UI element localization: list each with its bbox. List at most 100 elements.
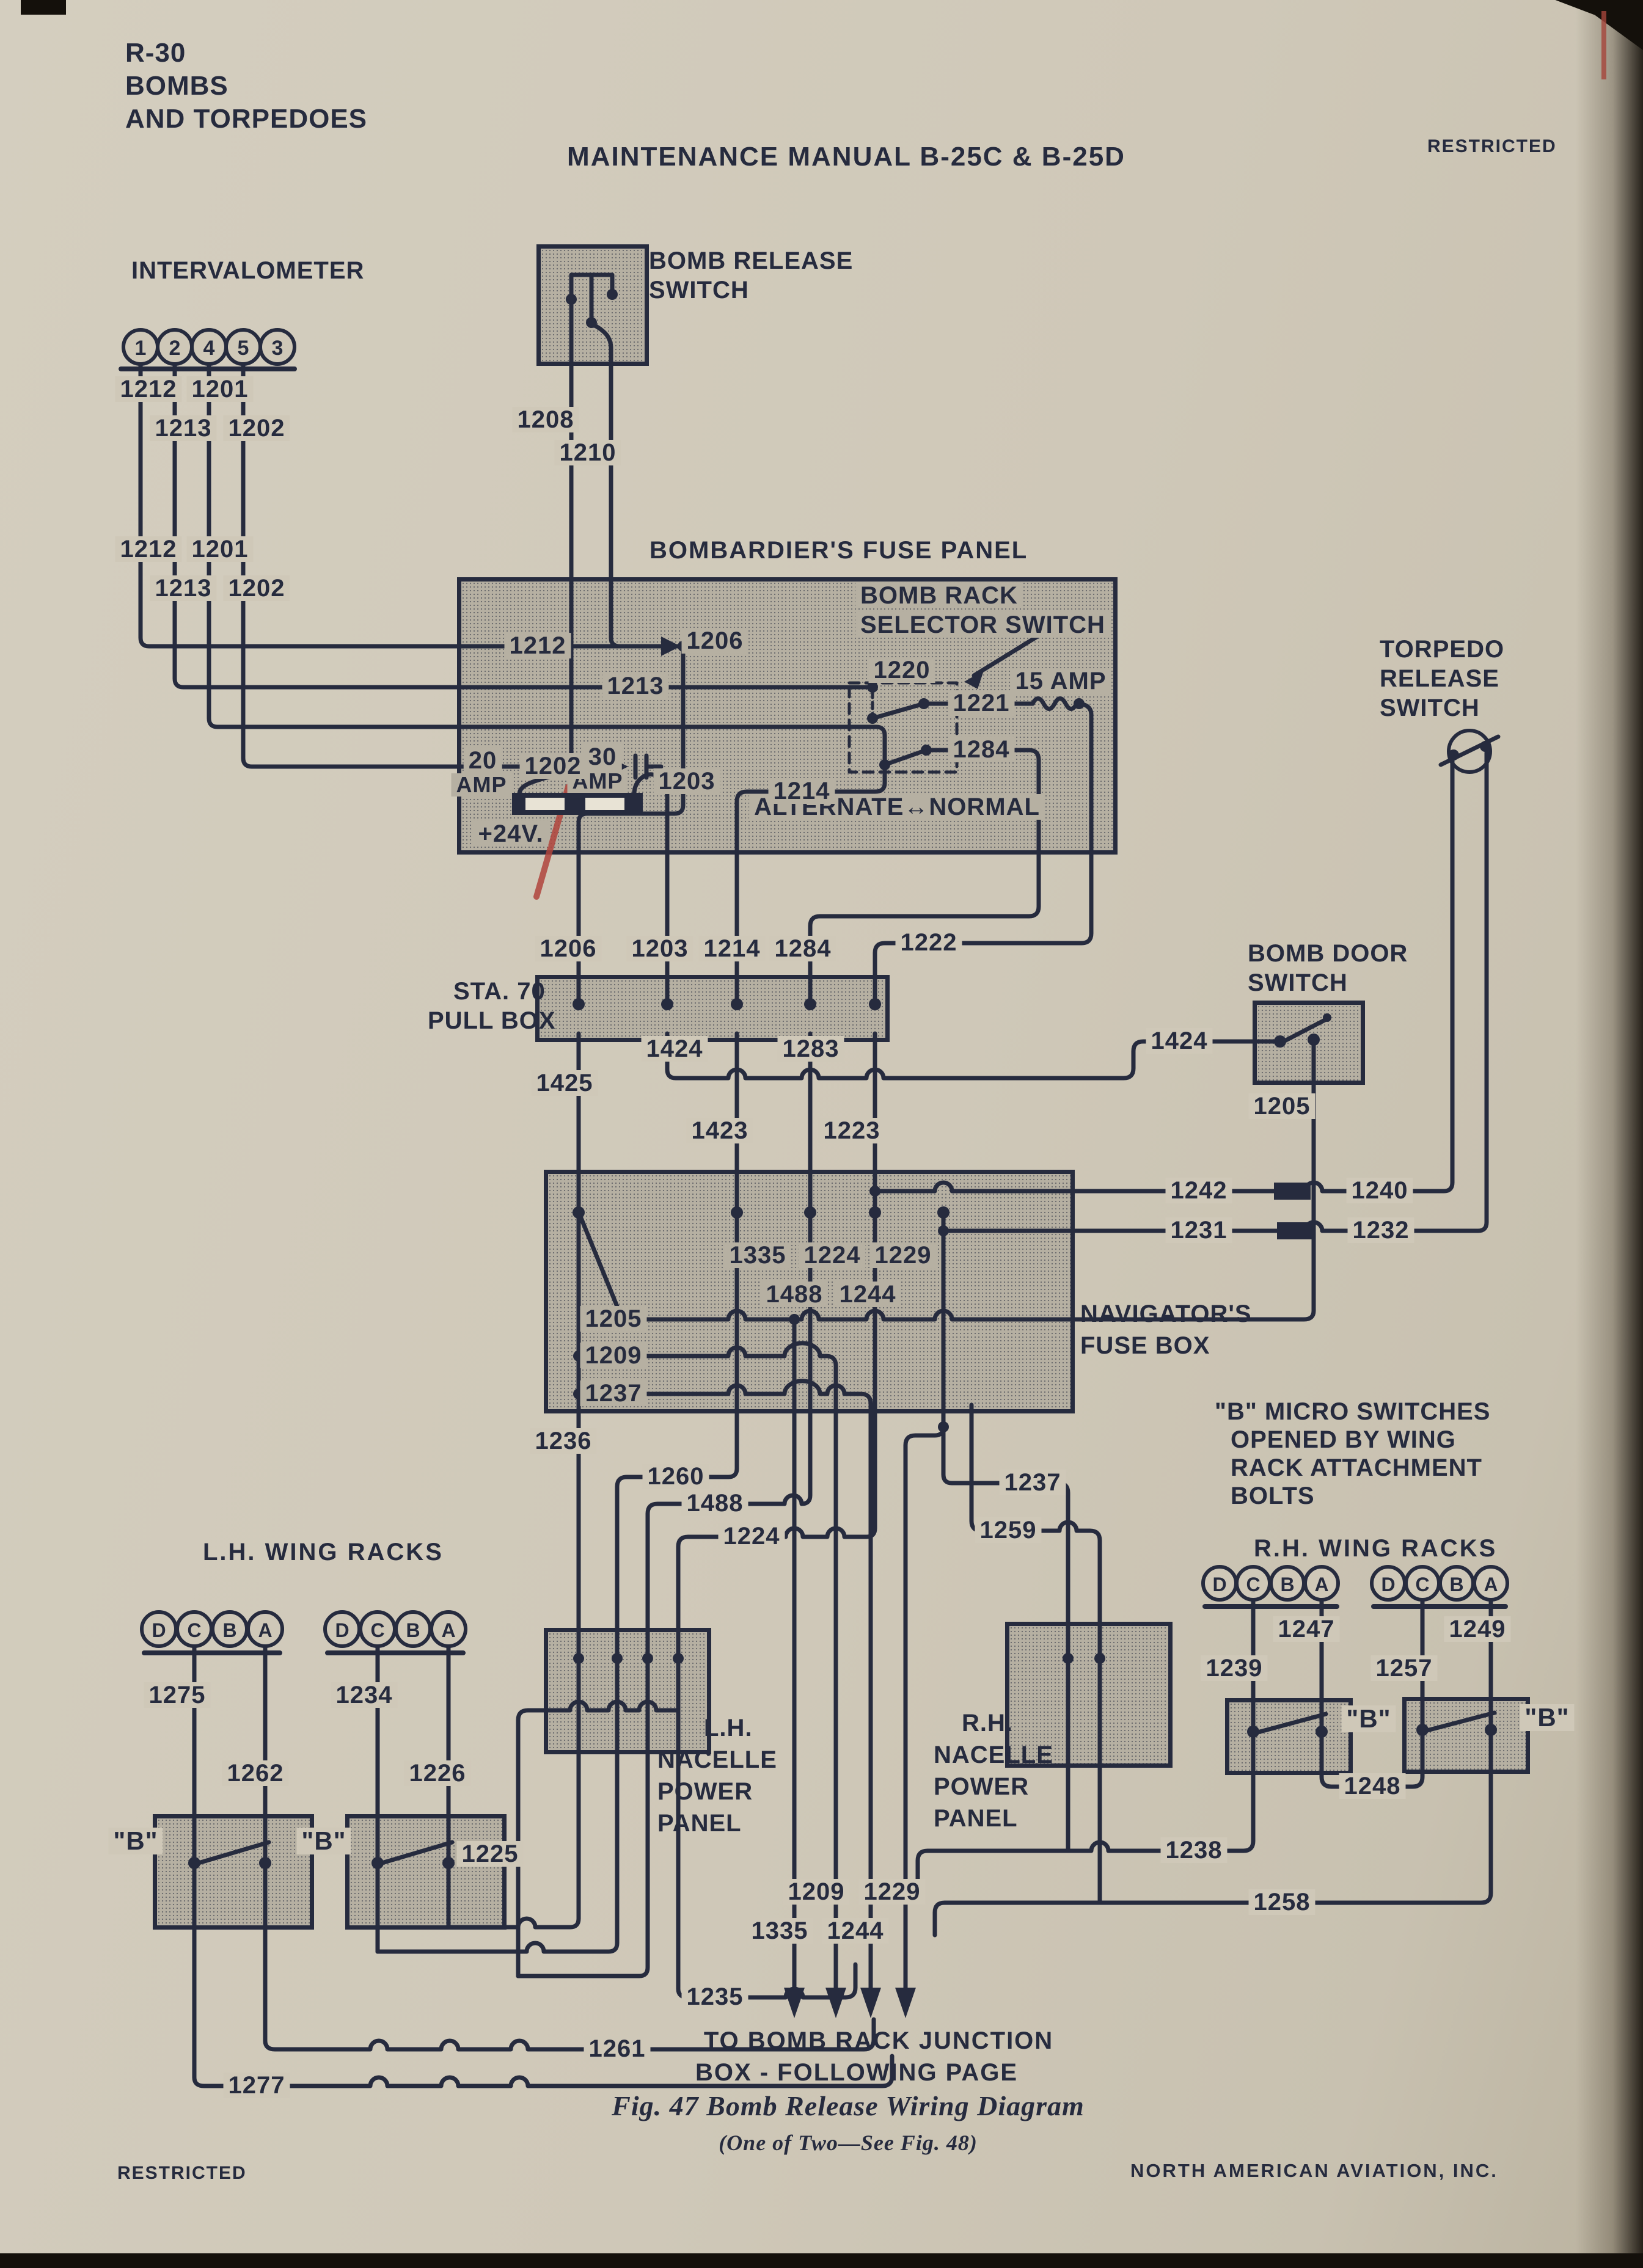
wire-number: 1203 [626,936,693,961]
wire-number: 1239 [1201,1655,1268,1681]
wire-number: 1242 [1165,1178,1232,1203]
junction-note-1: TO BOMB RACK JUNCTION [703,2027,1054,2054]
pull-box-title-2: PULL BOX [428,1007,556,1034]
wire-number: 1213 [150,575,217,601]
wire-number: 1247 [1273,1616,1340,1642]
red-edge-mark [1601,11,1606,79]
intervalometer-title: INTERVALOMETER [131,257,365,284]
wire-number: 1261 [584,2036,651,2062]
wire-number: 1235 [681,1984,748,2010]
wire-number: 1277 [223,2073,290,2098]
wire-number: 1260 [642,1464,709,1489]
wire-number: 1234 [331,1682,398,1708]
wire-number: 1232 [1347,1217,1414,1243]
bomb-rack-selector-title-2: SELECTOR SWITCH [855,612,1110,638]
wire-number: 1335 [746,1918,813,1944]
classification-bottom: RESTRICTED [117,2163,247,2183]
rh-wing-rack-1-letter: A [1314,1573,1328,1595]
intervalometer-terminals-letter: 3 [272,337,284,360]
doc-number: R-30 [125,38,186,68]
lh-nacelle-title-2: NACELLE [657,1746,777,1773]
wire-number: 1225 [456,1841,524,1867]
b-switch-label: "B" [1341,1705,1396,1733]
wire-number: 1224 [718,1523,785,1549]
lh-nacelle-title-3: POWER [657,1778,753,1805]
intervalometer-terminals-letter: 5 [238,337,249,360]
corner-mark-tl [21,0,66,15]
wire-number: 1335 [724,1242,791,1268]
wire-number: 1423 [686,1118,753,1143]
fuse-15amp: 15 AMP [1010,668,1111,694]
torpedo-release-title-2: RELEASE [1380,665,1499,692]
rh-wing-rack-1-letter: C [1246,1573,1260,1595]
figure-subcaption: (One of Two—See Fig. 48) [719,2131,978,2155]
intervalometer-terminals-circle [258,328,296,366]
scan-edge-bottom [0,2253,1643,2268]
wire-number: 1206 [681,628,748,654]
torpedo-release-title-1: TORPEDO [1380,636,1505,663]
wire-number: 1224 [799,1242,866,1268]
b-micro-note-2: OPENED BY WING [1231,1426,1456,1453]
lh-wing-rack-1-letter: C [187,1619,201,1641]
lh-wing-rack-1-letter: D [152,1619,166,1641]
lh-b-micro-switch-box-1 [153,1814,314,1930]
wire-number: 1424 [641,1036,708,1062]
wire-number: 1257 [1370,1655,1438,1681]
wire-number: 1229 [869,1242,937,1268]
bomb-door-switch-title-1: BOMB DOOR [1248,940,1408,967]
b-micro-note-3: RACK ATTACHMENT [1231,1454,1482,1481]
rh-wing-rack-2-letter: B [1449,1573,1463,1595]
wire-number: 1202 [223,415,290,441]
rh-wing-rack-1-letter: B [1280,1573,1294,1595]
voltage-label: +24V. [473,821,549,847]
junction-dots [188,289,1497,1869]
lh-nacelle-title-4: PANEL [657,1810,742,1837]
wire-number: 1244 [834,1282,901,1307]
rh-wing-rack-2-circle [1473,1565,1509,1602]
intervalometer-terminals-letter: 1 [135,337,147,360]
lh-nacelle-title-1: L.H. [704,1715,753,1741]
wire-number: 1226 [404,1760,471,1786]
lh-wing-rack-2-letter: C [370,1619,384,1641]
b-switch-label: "B" [296,1827,351,1855]
doc-title: MAINTENANCE MANUAL B-25C & B-25D [567,142,1125,172]
wire-number: 1240 [1346,1178,1413,1203]
lh-wing-rack-1-circle [246,1610,284,1648]
wire-number: 1258 [1248,1889,1315,1915]
lh-wing-rack-1-letter: A [258,1619,272,1641]
b-micro-note-4: BOLTS [1231,1482,1315,1509]
wire-number: 1205 [1248,1093,1315,1119]
wire-number: 1283 [777,1036,844,1062]
wire-number: 1262 [222,1760,289,1786]
wire-number: 1237 [999,1470,1066,1495]
figure-caption: Fig. 47 Bomb Release Wiring Diagram [612,2090,1085,2121]
wire-number: 1488 [761,1282,828,1307]
wire-number: 1209 [580,1343,647,1368]
navigators-fuse-box-title-1: NAVIGATOR'S [1080,1300,1252,1327]
wire-number: 1231 [1165,1217,1232,1243]
lh-wing-racks-title: L.H. WING RACKS [203,1539,444,1566]
wire-number: 1210 [554,440,621,465]
bomb-rack-selector-title-1: BOMB RACK [855,583,1023,608]
fuse-20amp-1: 20 [463,748,502,773]
wire-number: 1236 [530,1428,597,1454]
rh-nacelle-title-2: NACELLE [934,1741,1053,1768]
wire-number: 1201 [186,536,254,562]
rh-nacelle-title-1: R.H. [962,1710,1013,1737]
wire-number: 1203 [653,768,720,794]
footer-company: NORTH AMERICAN AVIATION, INC. [1130,2160,1498,2181]
wire-number: 1209 [783,1879,850,1905]
wire-number: 1237 [580,1380,647,1406]
rh-wing-rack-1-circle [1303,1565,1340,1602]
wire-number: 1212 [115,536,182,562]
intervalometer-terminals-letter: 2 [169,337,181,360]
fuse-30amp-2: AMP [567,770,628,793]
b-micro-note-1: "B" MICRO SWITCHES [1215,1398,1491,1425]
lh-wing-rack-2-letter: B [406,1619,420,1641]
wire-number: 1425 [531,1070,598,1096]
lh-nacelle-power-panel-box [544,1628,711,1754]
wire-number: 1214 [768,778,835,804]
wire-number: 1229 [858,1879,926,1905]
wire-number: 1212 [504,633,571,658]
